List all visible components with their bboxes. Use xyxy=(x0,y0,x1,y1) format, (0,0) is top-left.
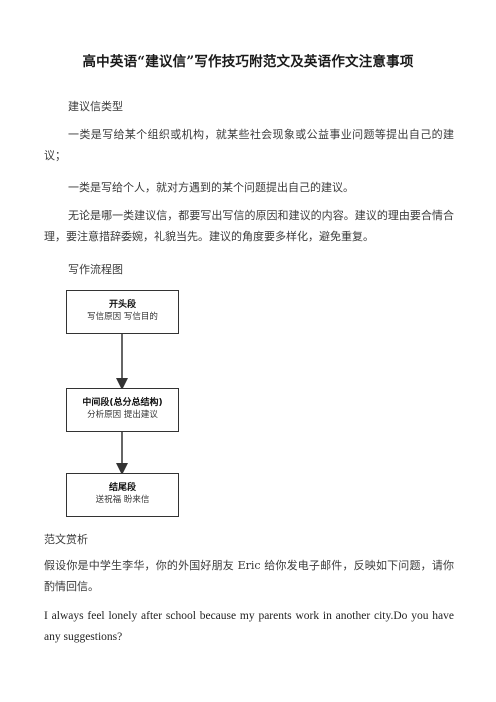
flowchart-box-middle-sub: 分析原因 提出建议 xyxy=(87,410,158,420)
sample-heading: 范文赏析 xyxy=(44,533,88,546)
flowchart-heading: 写作流程图 xyxy=(68,263,123,276)
document-title: 高中英语“建议信”写作技巧附范文及英语作文注意事项 xyxy=(82,54,414,70)
flowchart-box-opening-sub: 写信原因 写信目的 xyxy=(87,312,158,322)
flowchart-box-closing-title: 结尾段 xyxy=(108,483,136,493)
flowchart-box-closing-sub: 送祝福 盼来信 xyxy=(95,495,150,505)
flowchart-box-closing: 结尾段 送祝福 盼来信 xyxy=(66,473,179,517)
flowchart-box-opening: 开头段 写信原因 写信目的 xyxy=(66,290,179,334)
types-heading: 建议信类型 xyxy=(68,100,123,113)
type-one-paragraph: 一类是写给某个组织或机构，就某些社会现象或公益事业问题等提出自己的建议； xyxy=(44,128,454,162)
english-question-text: I always feel lonely after school becaus… xyxy=(44,610,454,643)
reason-paragraph: 无论是哪一类建议信，都要写出写信的原因和建议的内容。建议的理由要合情合理，要注意… xyxy=(44,209,454,243)
flowchart-box-opening-title: 开头段 xyxy=(108,300,136,310)
flowchart-box-middle-title: 中间段(总分总结构) xyxy=(82,398,163,408)
type-two-paragraph: 一类是写给个人，就对方遇到的某个问题提出自己的建议。 xyxy=(68,181,354,194)
flowchart-box-middle: 中间段(总分总结构) 分析原因 提出建议 xyxy=(66,388,179,432)
sample-prompt: 假设你是中学生李华，你的外国好朋友 Eric 给你发电子邮件，反映如下问题，请你… xyxy=(44,559,454,593)
